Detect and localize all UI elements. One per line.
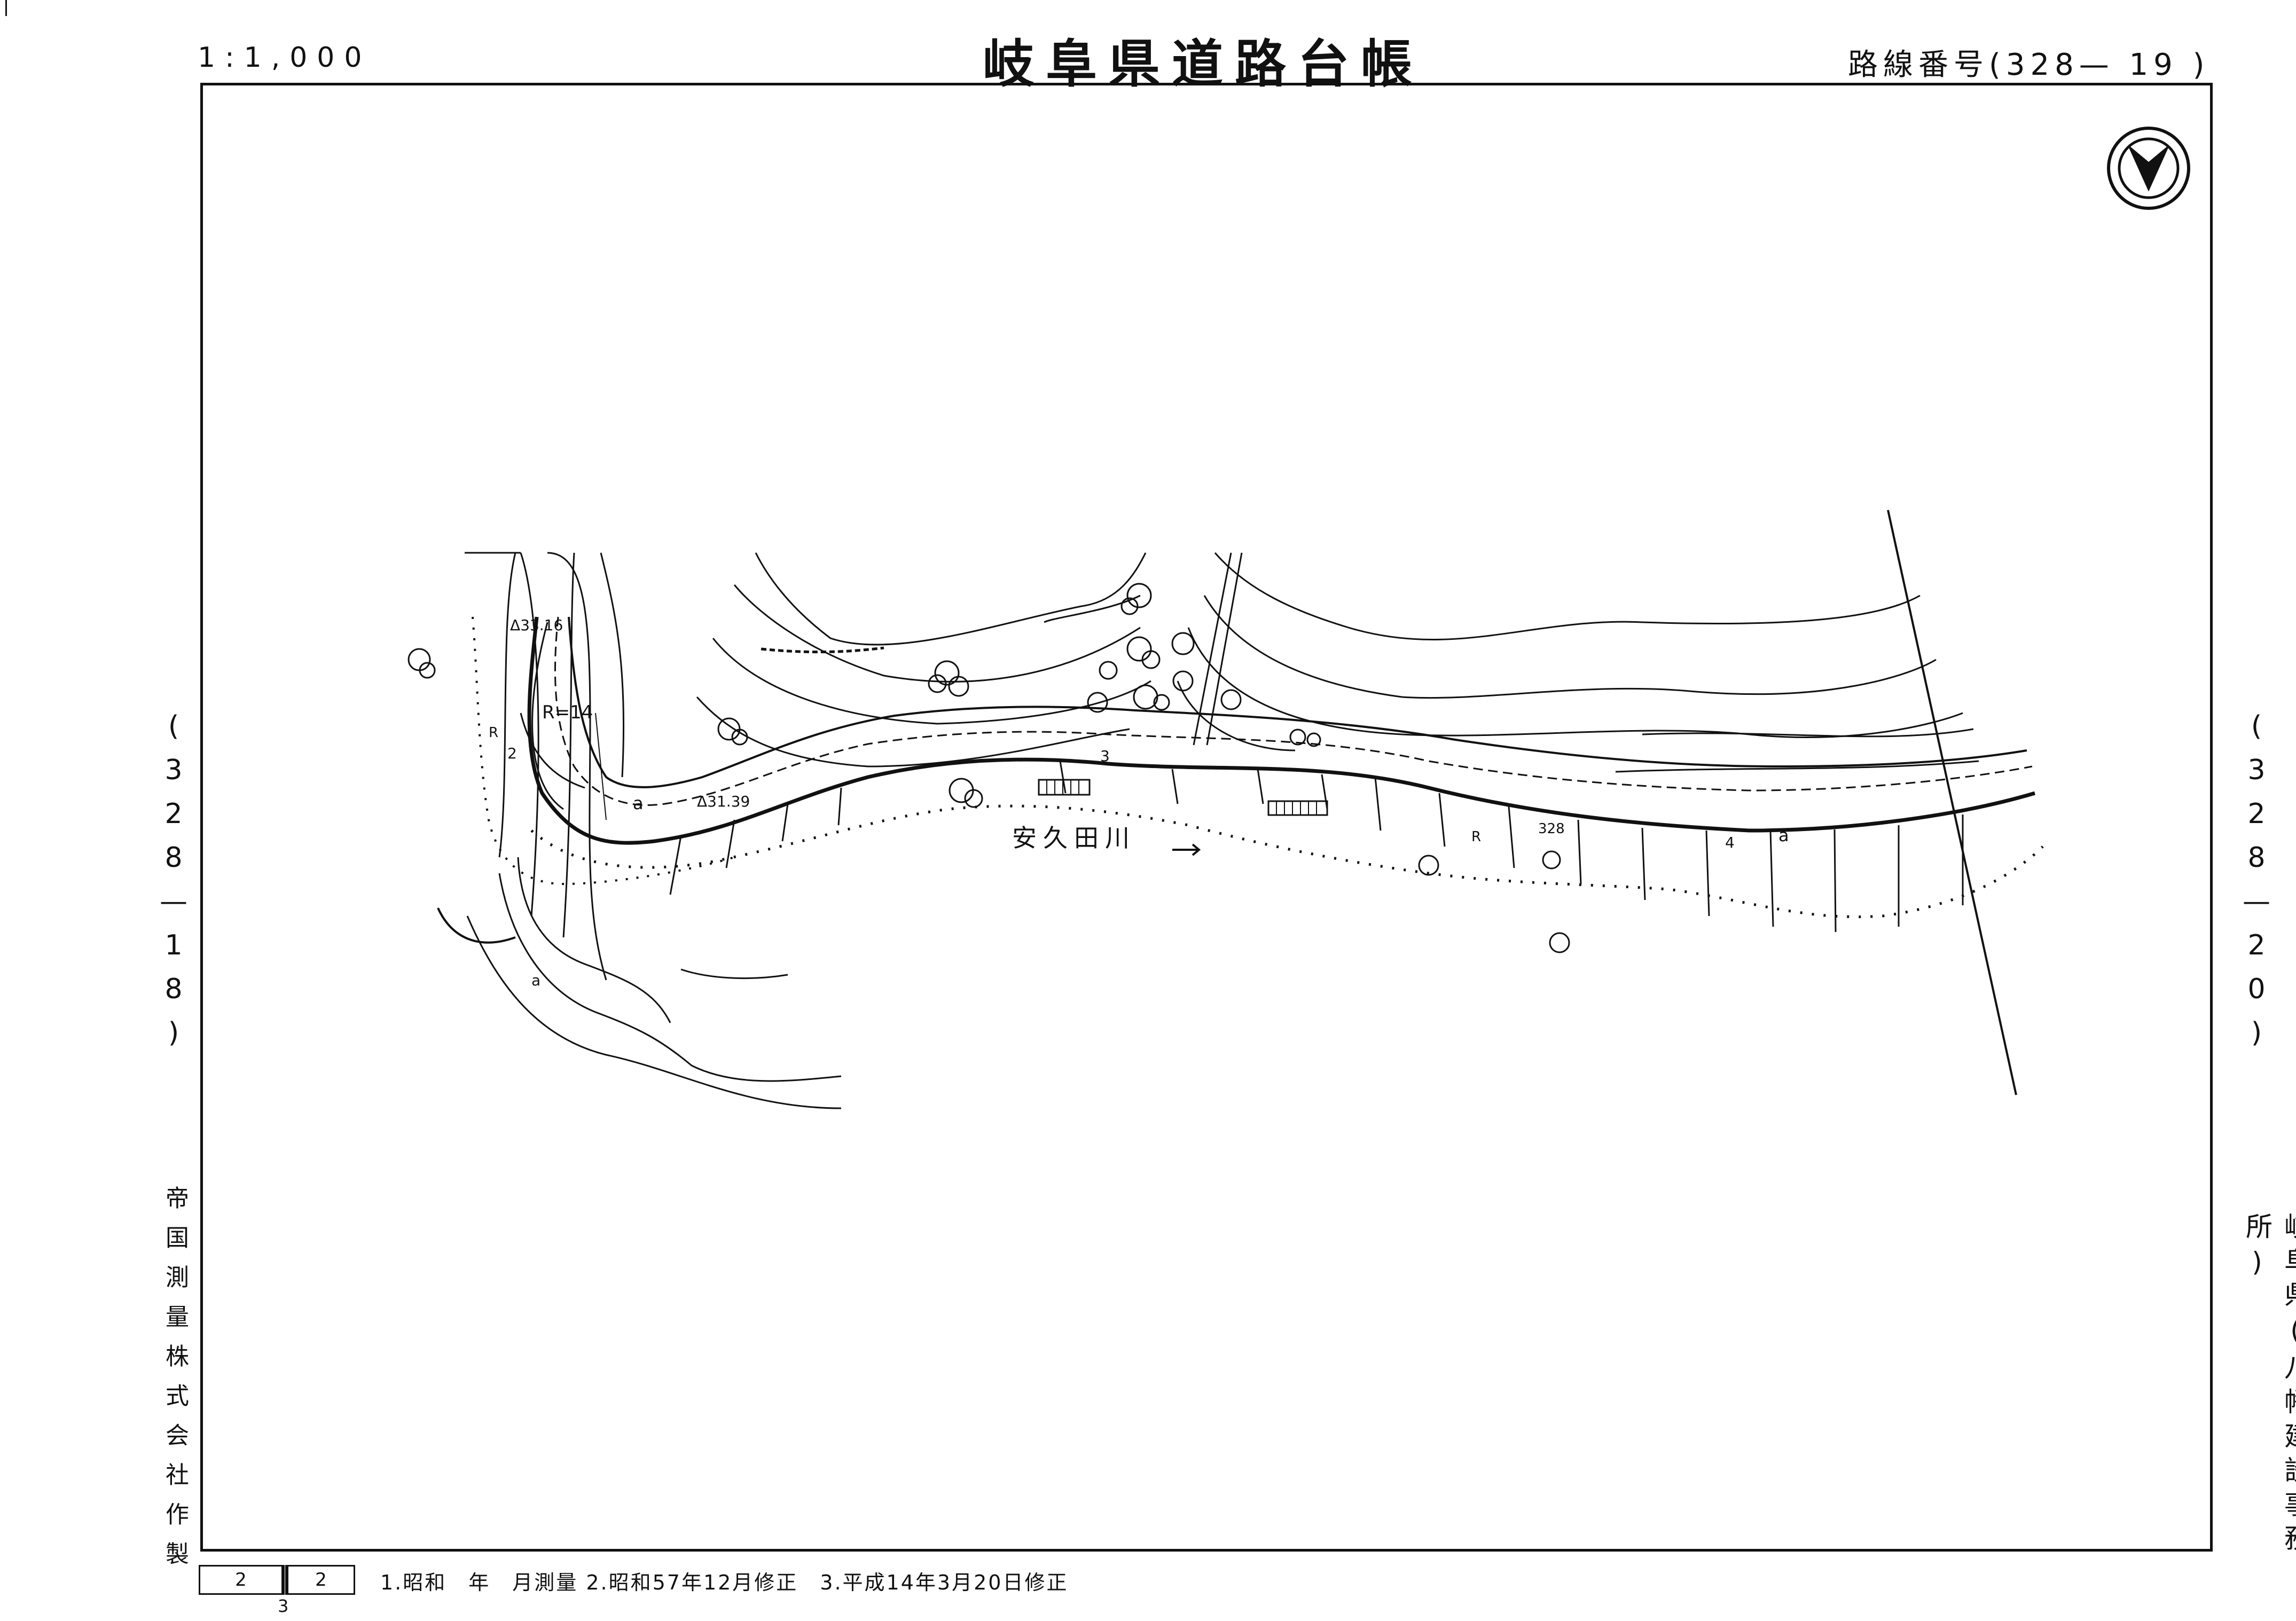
curve-radius-arc — [520, 712, 585, 789]
edge-tick — [5, 0, 7, 16]
river-bank — [437, 907, 516, 944]
road-label: R — [1471, 829, 1481, 845]
road-label: a — [531, 972, 540, 989]
elevation-point: Δ31.39 — [697, 793, 750, 810]
map-scale: 1:1,000 — [198, 42, 372, 74]
adjacent-sheet-prev[interactable]: (328—18) — [158, 710, 190, 1061]
sheet-boundary-line — [1887, 510, 2017, 1095]
route-label: 328 — [1538, 821, 1565, 837]
sheet-index-divider — [283, 1565, 287, 1595]
road-width-label: 4 — [1725, 834, 1735, 851]
road-label: R — [489, 725, 498, 741]
revision-history: 1.昭和 年 月測量 2.昭和57年12月修正 3.平成14年3月20日修正 — [380, 1571, 1069, 1594]
sheet-index-box: 2 — [287, 1565, 355, 1595]
elevation-point: Δ33.16 — [510, 616, 563, 634]
adjacent-sheet-next[interactable]: (328—20) — [2240, 710, 2273, 1061]
contour-lines-north — [465, 552, 1979, 981]
contour-lines-west — [466, 857, 842, 1109]
office-name: 岐阜県(八幡建設事務所) — [2242, 1212, 2296, 1559]
road-width-label: 2 — [507, 745, 517, 762]
road-map[interactable]: 安久田川 Δ33.16 Δ31.39 R=14 328 3 4 2 R R a … — [200, 83, 2213, 1552]
road-section-ticks — [669, 761, 1964, 933]
map-maker: 帝国測量株式会社作製 — [161, 1186, 189, 1581]
sheet-index-sub: 3 — [278, 1596, 289, 1616]
map-frame — [200, 83, 2213, 1552]
road-label: a — [633, 793, 644, 813]
tree-symbols — [408, 583, 1570, 953]
route-number: 路線番号(328— 19 ) — [1848, 48, 2210, 82]
curve-radius-label: R=14 — [542, 702, 593, 723]
sheet-index-box: 2 — [199, 1565, 283, 1595]
road-outline[interactable] — [472, 616, 2044, 919]
north-arrow-icon — [2107, 127, 2190, 210]
road-width-label: 3 — [1100, 747, 1110, 765]
road-label: a — [1778, 825, 1789, 845]
river-flow-arrow — [1172, 843, 1201, 856]
river-name: 安久田川 — [1012, 824, 1136, 852]
bridge-grid — [1038, 779, 1091, 796]
